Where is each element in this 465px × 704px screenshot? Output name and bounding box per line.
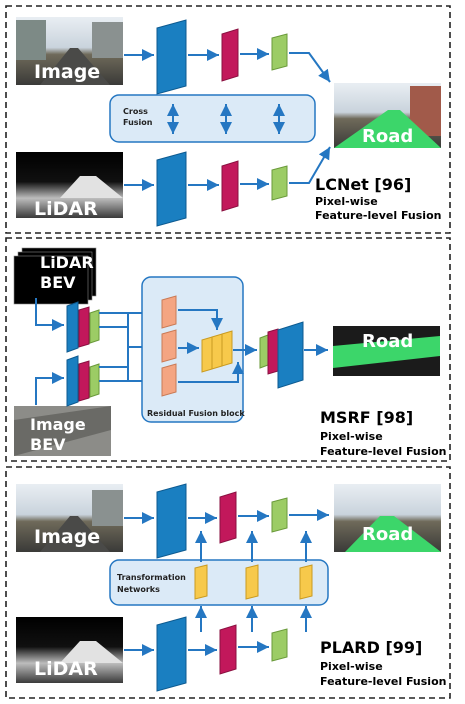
cross-fusion-box bbox=[109, 94, 316, 143]
plard-lidar-mid-block bbox=[219, 624, 237, 675]
lcnet-panel-border bbox=[5, 5, 451, 234]
plard-panel: Image LiDAR Transformation Networks bbox=[5, 466, 451, 699]
msrf-image-mid-block bbox=[78, 360, 90, 402]
lcnet-road-thumb: Road bbox=[334, 83, 441, 148]
lcnet-image-encoder-block bbox=[156, 19, 187, 95]
lcnet-arrow bbox=[289, 52, 331, 83]
msrf-method-desc-line2: Feature-level Fusion bbox=[320, 445, 446, 458]
lcnet-lidar-thumb: LiDAR bbox=[16, 152, 123, 220]
plard-lidar-label: LiDAR bbox=[34, 658, 98, 680]
lcnet-method-desc-line1: Pixel-wise bbox=[315, 195, 378, 208]
plard-image-label: Image bbox=[34, 526, 100, 548]
plard-image-mid-block bbox=[219, 491, 237, 544]
msrf-road-thumb: Road bbox=[333, 326, 440, 376]
msrf-lidar-mid-block bbox=[78, 306, 90, 348]
lcnet-lidar-encoder-block bbox=[156, 151, 187, 227]
msrf-decoder-green-block bbox=[259, 334, 269, 369]
msrf-image-encoder-block bbox=[66, 355, 79, 407]
plard-lidar-thumb: LiDAR bbox=[16, 617, 123, 683]
lcnet-image-label: Image bbox=[34, 61, 100, 83]
residual-fusion-label: Residual Fusion block bbox=[147, 409, 245, 418]
plard-method-name: PLARD [99] bbox=[320, 638, 422, 657]
lcnet-method-name: LCNet [96] bbox=[315, 175, 411, 194]
lcnet-lidar-out-block bbox=[271, 165, 288, 201]
transformation-yellow-block bbox=[299, 564, 313, 600]
lidar-bev-label-line2: BEV bbox=[40, 273, 76, 292]
lcnet-image-out-block bbox=[271, 33, 288, 71]
plard-vertical-arrows bbox=[195, 531, 312, 632]
fusion-internal-arrows bbox=[178, 309, 244, 383]
plard-lidar-out-block bbox=[271, 628, 288, 662]
transformation-yellow-block bbox=[194, 564, 208, 600]
plard-panel-border bbox=[5, 466, 451, 699]
plard-road-label: Road bbox=[362, 524, 413, 545]
plard-lidar-encoder-block bbox=[156, 616, 187, 692]
fusion-orange-block bbox=[161, 363, 177, 397]
fusion-yellow-block bbox=[221, 330, 233, 367]
msrf-arrow bbox=[35, 372, 64, 405]
image-bev-thumb: Image BEV bbox=[14, 406, 111, 456]
lcnet-road-label: Road bbox=[362, 126, 413, 147]
msrf-decoder-blue-block bbox=[277, 321, 304, 389]
msrf-road-label: Road bbox=[362, 331, 413, 352]
image-bev-label-line1: Image bbox=[30, 415, 86, 434]
plard-method-desc-line2: Feature-level Fusion bbox=[320, 675, 446, 688]
lcnet-method-desc-line2: Feature-level Fusion bbox=[315, 209, 441, 222]
lcnet-lidar-mid-block bbox=[221, 160, 239, 212]
plard-image-thumb: Image bbox=[16, 484, 123, 552]
msrf-method-desc-line1: Pixel-wise bbox=[320, 430, 383, 443]
msrf-panel-border bbox=[5, 237, 451, 462]
lcnet-panel: Image LiDAR Cross Fusion bbox=[5, 5, 451, 234]
fusion-yellow-block bbox=[201, 336, 213, 373]
msrf-image-out-block bbox=[89, 363, 100, 398]
msrf-panel: LiDAR BEV Image BEV bbox=[5, 237, 451, 462]
lcnet-image-thumb: Image bbox=[16, 17, 123, 85]
lcnet-lidar-label: LiDAR bbox=[34, 198, 98, 220]
msrf-method-name: MSRF [98] bbox=[320, 408, 413, 427]
lidar-bev-label-line1: LiDAR bbox=[40, 253, 94, 272]
lcnet-image-mid-block bbox=[221, 28, 239, 82]
transformation-yellow-block bbox=[245, 564, 259, 600]
lidar-bev-thumb: LiDAR BEV bbox=[13, 247, 97, 305]
plard-image-out-block bbox=[271, 497, 288, 533]
plard-image-encoder-block bbox=[156, 483, 187, 559]
cross-fusion-label-line1: Cross bbox=[123, 107, 148, 116]
transformation-label-line2: Networks bbox=[117, 585, 160, 594]
transformation-networks-box bbox=[109, 559, 329, 606]
fusion-yellow-block bbox=[211, 333, 223, 370]
lcnet-arrow bbox=[289, 146, 331, 184]
msrf-lidar-out-block bbox=[89, 309, 100, 344]
fusion-orange-block bbox=[161, 295, 177, 329]
plard-road-thumb: Road bbox=[334, 484, 441, 552]
fusion-orange-block bbox=[161, 329, 177, 363]
plard-method-desc-line1: Pixel-wise bbox=[320, 660, 383, 673]
cross-fusion-label-line2: Fusion bbox=[123, 118, 153, 127]
msrf-lidar-encoder-block bbox=[66, 301, 79, 353]
msrf-arrow bbox=[35, 298, 64, 331]
image-bev-label-line2: BEV bbox=[30, 435, 66, 454]
transformation-label-line1: Transformation bbox=[117, 573, 186, 582]
msrf-decoder-red-block bbox=[267, 328, 279, 375]
